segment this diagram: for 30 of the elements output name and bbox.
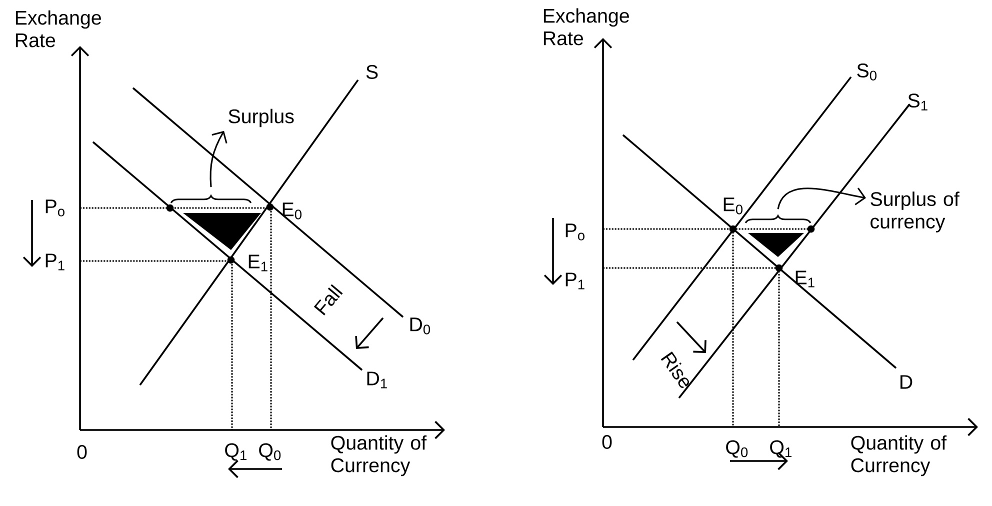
axis-label: Quantity of Currency <box>331 435 427 476</box>
axis-label: Exchange Rate <box>16 10 101 48</box>
axis-label: Q$_{1}$ <box>770 440 792 458</box>
leader-arrow <box>777 188 866 210</box>
axis-label: Q$_{1}$ <box>225 443 246 461</box>
axis-label: Q$_{0}$ <box>726 440 748 458</box>
brace <box>170 195 252 204</box>
axis-label: Q$_{0}$ <box>259 443 281 461</box>
axis-label: 0 <box>602 435 612 449</box>
axis-label: D$_{0}$ <box>410 318 430 334</box>
text-label: Surplus of currency <box>870 192 960 232</box>
axis-label: Exchange Rate <box>544 8 629 46</box>
axis-label: Fall <box>314 284 343 316</box>
leader-arrow <box>210 130 228 188</box>
axis-label: E$_{0}$ <box>724 198 742 214</box>
axis-label: D$_{1}$ <box>367 372 387 388</box>
axis-label: P$_{o}$ <box>566 224 584 240</box>
axis-label: Quantity of Currency <box>851 435 947 476</box>
axis-label: D <box>900 375 912 389</box>
axis-label: S <box>366 65 378 79</box>
axis-label: P$_{1}$ <box>46 254 64 270</box>
axis-label: E$_{1}$ <box>248 254 268 272</box>
axis-label: S$_{1}$ <box>908 94 928 110</box>
axis-label: S$_{0}$ <box>857 64 876 80</box>
axis-label: P$_{1}$ <box>566 272 584 290</box>
axis-label: E$_{0}$ <box>282 202 302 220</box>
brace <box>744 215 812 224</box>
axis-label: 0 <box>77 445 87 459</box>
text-label: Surplus <box>228 108 294 128</box>
axis-label: P$_{o}$ <box>46 200 64 216</box>
